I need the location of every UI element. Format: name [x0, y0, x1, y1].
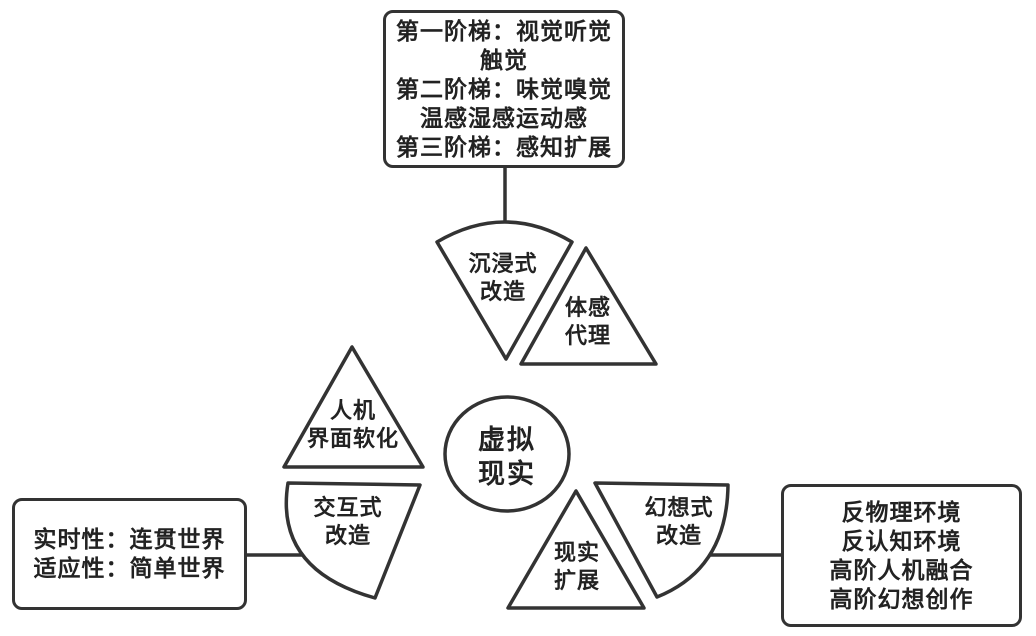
- hmi-soften-triangle-shape: [282, 345, 425, 469]
- label-line: 现实: [478, 459, 536, 489]
- box-line: 反认知环境: [841, 527, 962, 554]
- body-sense-triangle-label: 体感 代理: [565, 294, 611, 350]
- world-properties-box: 实时性：连贯世界 适应性：简单世界: [12, 498, 247, 610]
- interactive-wedge-label: 交互式 改造: [313, 494, 382, 550]
- hmi-soften-triangle-label: 人机 界面软化: [307, 397, 399, 453]
- sense-ladder-box: 第一阶梯：视觉听觉 触觉 第二阶梯：味觉嗅觉 温感湿感运动感 第三阶梯：感知扩展: [383, 10, 625, 168]
- label-line: 交互式: [313, 495, 383, 520]
- box-line: 第二阶梯：味觉嗅觉: [396, 75, 612, 102]
- box-line: 适应性：简单世界: [33, 555, 226, 581]
- label-line: 扩展: [553, 568, 601, 593]
- fantasy-wedge-shape: [593, 481, 730, 599]
- center-circle-label: 虚拟 现实: [478, 423, 536, 491]
- label-line: 现实: [553, 540, 601, 565]
- label-line: 幻想式: [644, 495, 714, 520]
- reality-expand-triangle-shape: [506, 489, 646, 610]
- box-line: 高阶幻想创作: [829, 585, 974, 612]
- box-line: 高阶人机融合: [829, 556, 974, 583]
- label-line: 代理: [564, 323, 612, 348]
- center-circle-shape: [443, 395, 571, 513]
- box-line: 触觉: [480, 46, 528, 73]
- fantasy-wedge-label: 幻想式 改造: [644, 494, 713, 550]
- immersive-wedge-shape: [435, 220, 574, 361]
- label-line: 改造: [655, 523, 703, 548]
- label-line: 改造: [324, 523, 372, 548]
- interactive-wedge-shape: [284, 481, 422, 600]
- box-line: 反物理环境: [841, 498, 962, 525]
- immersive-wedge-label: 沉浸式 改造: [468, 250, 537, 306]
- label-line: 改造: [479, 279, 527, 304]
- label-line: 体感: [564, 295, 612, 320]
- label-line: 界面软化: [306, 426, 400, 451]
- box-line: 温感湿感运动感: [420, 104, 588, 131]
- label-line: 沉浸式: [468, 251, 538, 276]
- fantasy-environment-box: 反物理环境 反认知环境 高阶人机融合 高阶幻想创作: [781, 484, 1022, 627]
- label-line: 虚拟: [478, 425, 536, 455]
- label-line: 人机: [329, 398, 377, 423]
- box-line: 实时性：连贯世界: [33, 526, 226, 552]
- box-line: 第三阶梯：感知扩展: [396, 133, 612, 160]
- box-line: 第一阶梯：视觉听觉: [396, 17, 612, 44]
- body-sense-triangle-shape: [519, 246, 658, 366]
- reality-expand-triangle-label: 现实 扩展: [554, 539, 600, 595]
